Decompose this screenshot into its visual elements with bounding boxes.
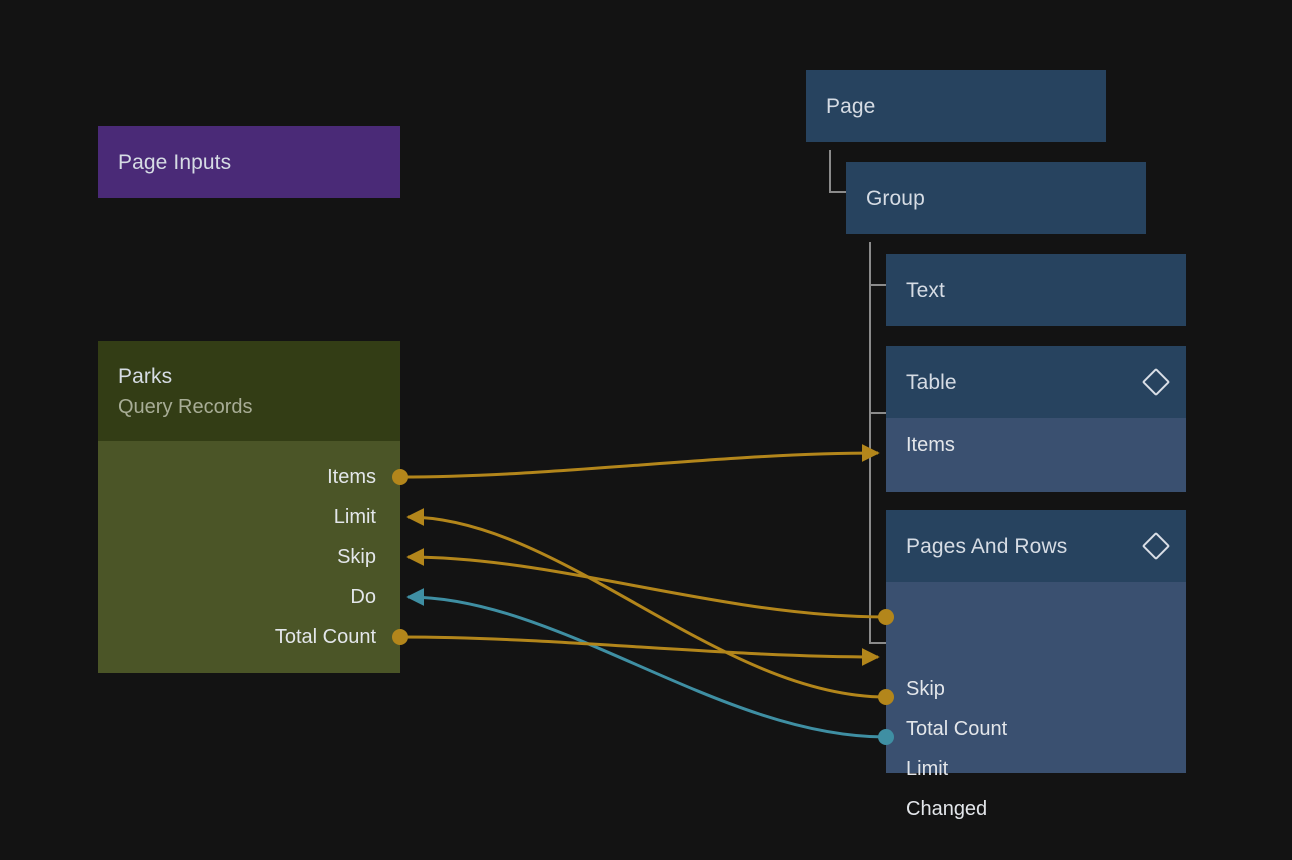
port-parks-items[interactable]: Items [327, 464, 376, 490]
node-parks-body: Items Limit Skip Do Total Count [98, 441, 400, 673]
node-parks[interactable]: Parks Query Records Items Limit Skip Do … [98, 341, 400, 673]
node-page-inputs-header: Page Inputs [98, 126, 400, 198]
wire-total-count [399, 635, 880, 666]
port-pages-and-rows-changed[interactable]: Changed [906, 796, 987, 822]
wire-limit [406, 508, 887, 699]
node-pages-and-rows-body: Skip Total Count Limit Changed [886, 582, 1186, 819]
port-label: Limit [906, 758, 949, 780]
node-page-inputs-title: Page Inputs [118, 150, 232, 174]
port-label: Skip [906, 678, 945, 700]
node-group[interactable]: Group [846, 162, 1146, 234]
node-parks-subtitle: Query Records [118, 395, 253, 418]
node-parks-title: Parks [118, 364, 173, 388]
node-table-title: Table [906, 370, 957, 394]
diamond-icon[interactable] [1141, 531, 1171, 561]
port-label: Items [906, 434, 955, 456]
node-page-header: Page [806, 70, 1106, 142]
node-table-header: Table [886, 346, 1186, 418]
wire-changed-do [406, 588, 887, 739]
wire-items [399, 444, 880, 479]
port-parks-do[interactable]: Do [350, 584, 376, 610]
node-page-title: Page [826, 94, 876, 118]
port-pages-and-rows-total-count[interactable]: Total Count [906, 716, 1007, 742]
node-group-header: Group [846, 162, 1146, 234]
node-page-inputs[interactable]: Page Inputs [98, 126, 400, 198]
node-text-title: Text [906, 278, 945, 302]
node-page[interactable]: Page [806, 70, 1106, 142]
node-pages-and-rows[interactable]: Pages And Rows Skip Total Count Limit Ch… [886, 510, 1186, 819]
port-parks-skip[interactable]: Skip [337, 544, 376, 570]
node-text[interactable]: Text [886, 254, 1186, 326]
diamond-icon[interactable] [1141, 367, 1171, 397]
port-pages-and-rows-limit[interactable]: Limit [906, 756, 948, 782]
port-label: Do [350, 586, 376, 608]
port-parks-total-count[interactable]: Total Count [275, 624, 376, 650]
node-text-header: Text [886, 254, 1186, 326]
port-label: Items [327, 466, 376, 488]
port-label: Total Count [274, 626, 376, 648]
node-table-body: Items [886, 418, 1186, 492]
port-label: Changed [906, 798, 988, 820]
port-parks-limit[interactable]: Limit [334, 504, 376, 530]
port-table-items[interactable]: Items [906, 432, 955, 458]
port-label: Total Count [906, 718, 1008, 740]
node-pages-and-rows-title: Pages And Rows [906, 534, 1068, 558]
wire-skip [406, 548, 887, 619]
port-label: Skip [337, 546, 376, 568]
node-group-title: Group [866, 186, 925, 210]
port-pages-and-rows-skip[interactable]: Skip [906, 676, 945, 702]
node-table[interactable]: Table Items [886, 346, 1186, 492]
node-parks-header: Parks Query Records [98, 341, 400, 441]
port-label: Limit [333, 506, 376, 528]
node-pages-and-rows-header: Pages And Rows [886, 510, 1186, 582]
